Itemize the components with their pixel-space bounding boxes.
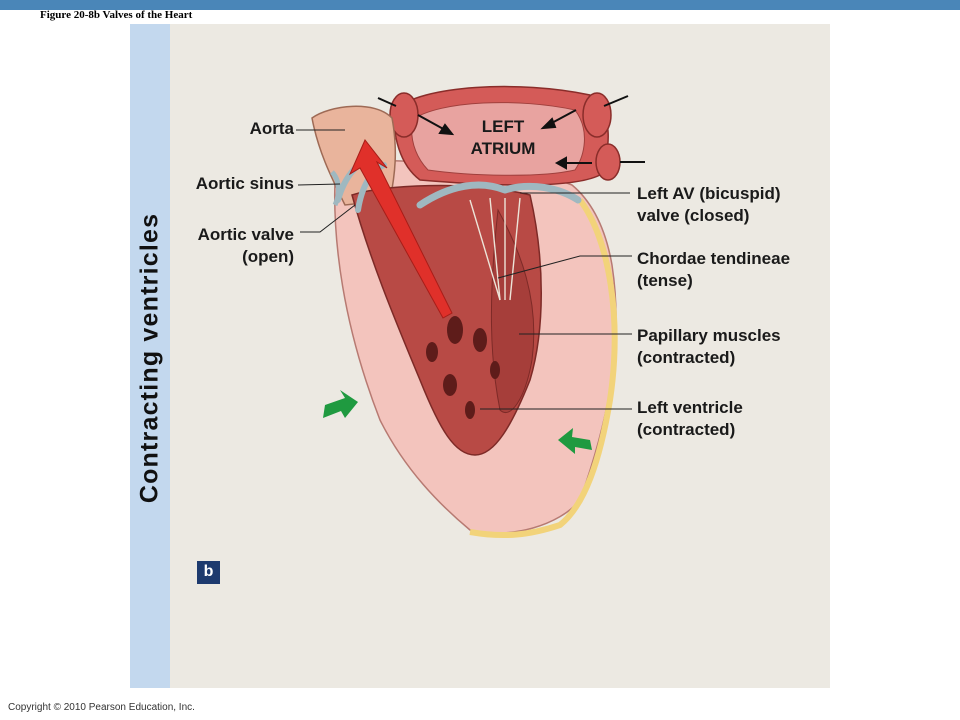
label-chordae-tendineae-line1: Chordae tendineae [637, 249, 791, 268]
label-chordae-tendineae: Chordae tendineae (tense) [637, 248, 790, 292]
side-strip [130, 24, 170, 688]
chordae-tendineae [469, 197, 521, 301]
label-aortic-valve-line1: Aortic valve [197, 225, 294, 244]
label-papillary-muscles-line2: (contracted) [637, 348, 736, 367]
epicardial-fat [469, 198, 618, 539]
blood-flow-arrow [348, 139, 453, 319]
label-left-av-valve-line2: valve (closed) [637, 206, 750, 225]
label-chordae-tendineae-line2: (tense) [637, 271, 693, 290]
label-left-atrium-line2: ATRIUM [470, 139, 536, 158]
label-papillary-muscles: Papillary muscles (contracted) [637, 325, 781, 369]
trabeculae [426, 316, 500, 419]
label-left-ventricle-line2: (contracted) [637, 420, 736, 439]
label-left-av-valve-line1: Left AV (bicuspid) [637, 184, 781, 203]
label-aorta: Aorta [249, 119, 294, 138]
label-left-atrium-line1: LEFT [481, 117, 525, 136]
atrium-inflow-arrows [377, 95, 645, 170]
label-aortic-valve: Aortic valve (open) [150, 224, 294, 268]
pulmonary-vein-right-lower [595, 143, 621, 181]
figure-title: Figure 20-8b Valves of the Heart [40, 9, 193, 21]
aortic-sinus [330, 170, 341, 207]
pulmonary-vein-right-upper [582, 92, 612, 138]
label-aortic-valve-line2: (open) [242, 247, 294, 266]
papillary-muscle [490, 208, 535, 413]
label-left-ventricle: Left ventricle (contracted) [637, 397, 743, 441]
label-left-ventricle-line1: Left ventricle [637, 398, 743, 417]
copyright-text: Copyright © 2010 Pearson Education, Inc. [8, 702, 195, 713]
label-papillary-muscles-line1: Papillary muscles [637, 326, 781, 345]
contraction-arrows [323, 390, 592, 454]
left-atrium-interior [411, 102, 585, 176]
label-left-atrium: LEFT ATRIUM [446, 116, 560, 160]
label-left-av-valve: Left AV (bicuspid) valve (closed) [637, 183, 781, 227]
panel-letter-badge: b [197, 561, 220, 584]
leader-lines [296, 129, 632, 410]
label-aortic-sinus: Aortic sinus [195, 174, 294, 193]
bicuspid-valve [416, 181, 582, 209]
top-bar [0, 0, 960, 10]
